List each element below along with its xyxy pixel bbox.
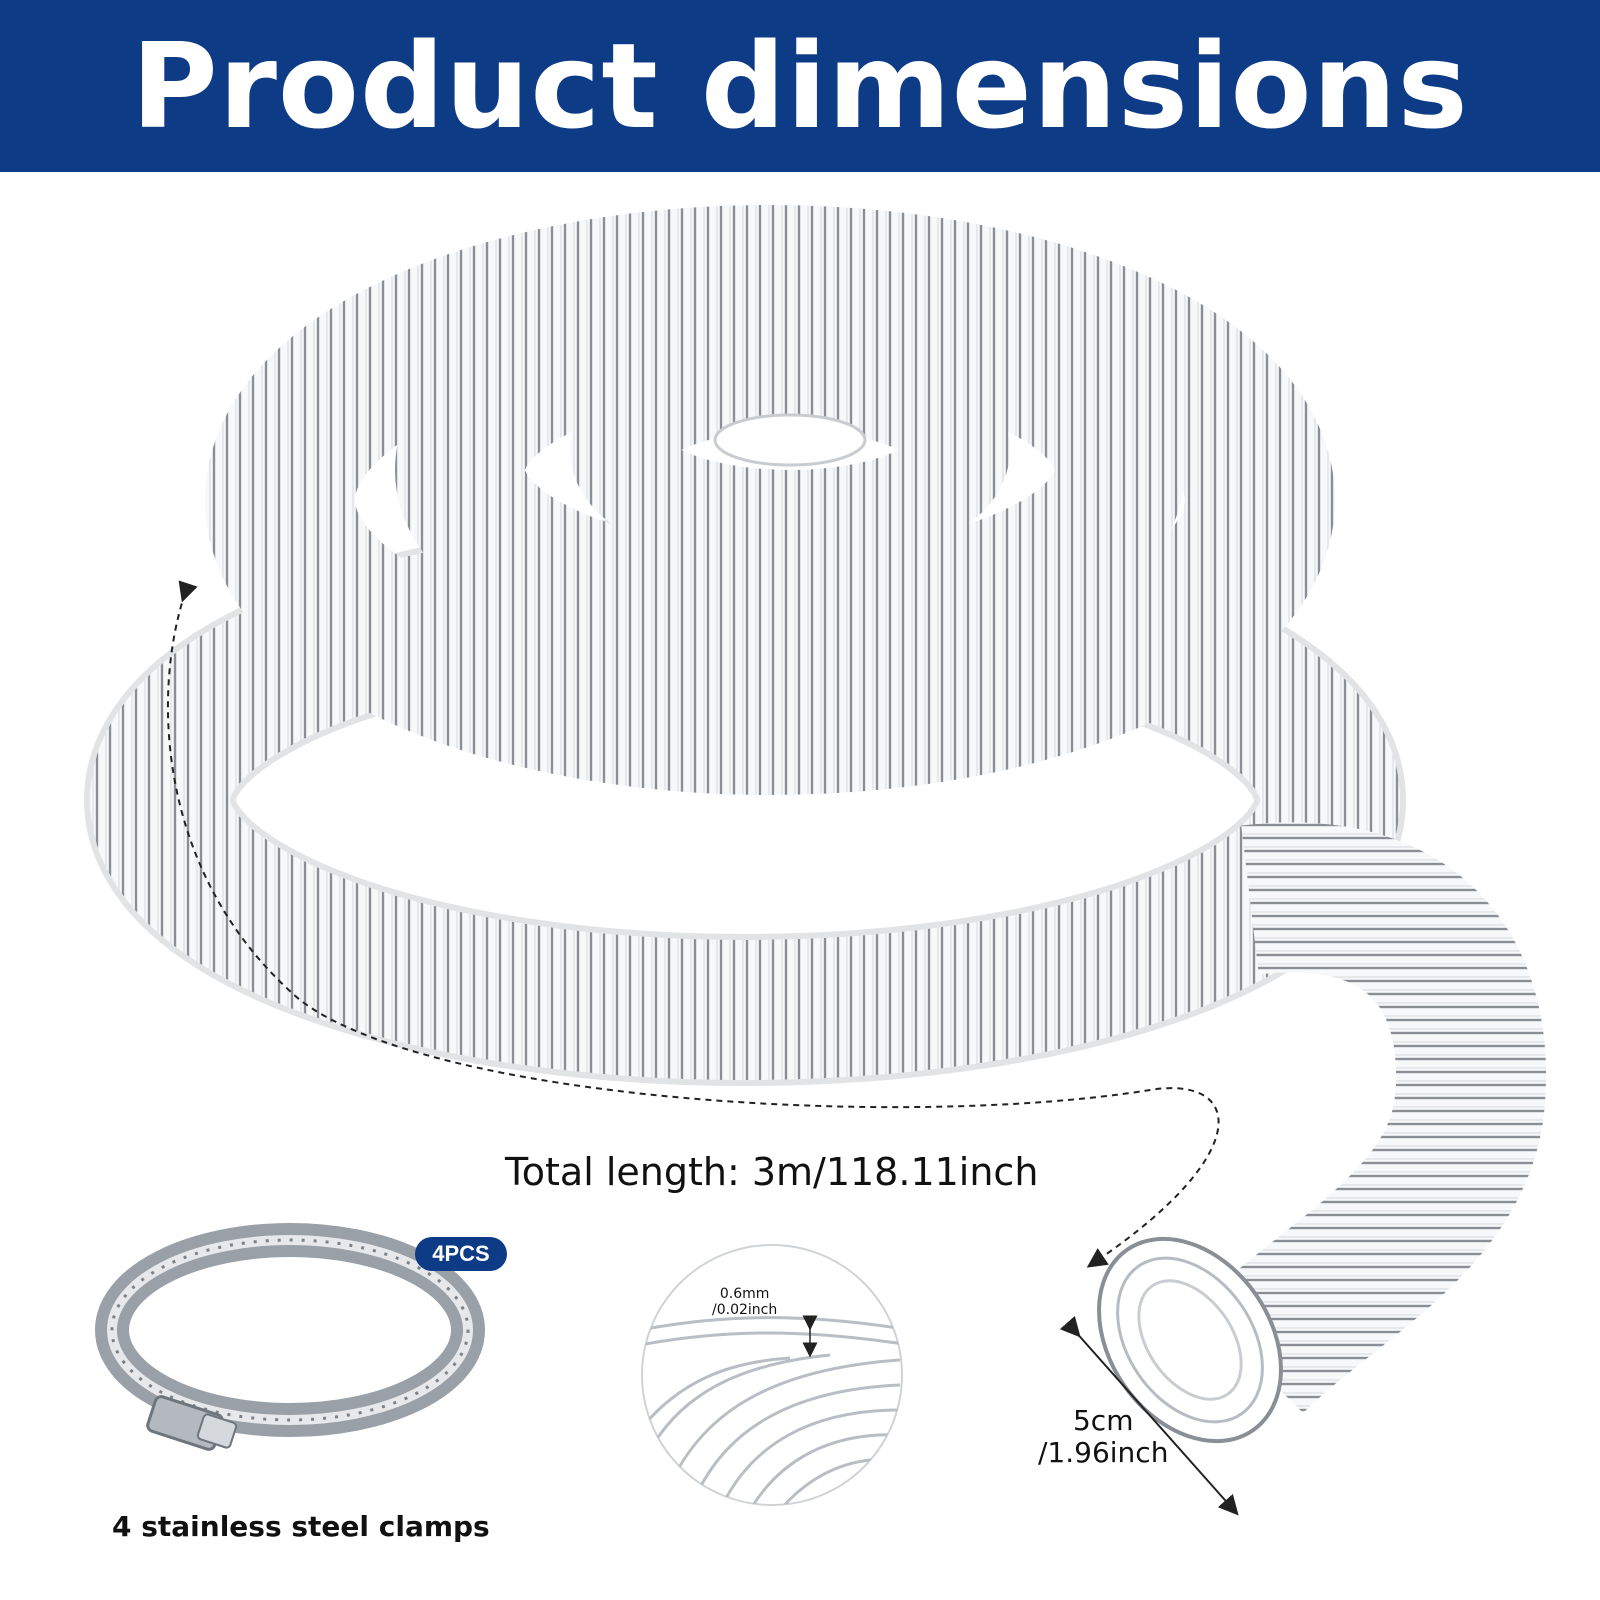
wall-thickness-mm: 0.6mm <box>719 1286 770 1302</box>
wall-detail <box>641 1244 903 1506</box>
diameter-label: 5cm /1.96inch <box>1038 1404 1169 1470</box>
length-indicator <box>166 580 1220 1268</box>
wall-thickness-inch: /0.02inch <box>712 1302 778 1319</box>
diameter-cm: 5cm <box>1072 1404 1134 1437</box>
wall-thickness-label: 0.6mm /0.02inch <box>712 1286 777 1318</box>
page-title: Product dimensions <box>131 17 1469 155</box>
total-length-label: Total length: 3m/118.11inch <box>505 1150 1039 1194</box>
diameter-inch: /1.96inch <box>1038 1436 1169 1470</box>
clamp-illustration <box>95 1223 485 1451</box>
hose-coil <box>84 205 1406 1086</box>
title-banner: Product dimensions <box>0 0 1600 172</box>
diameter-indicator <box>1059 1315 1239 1516</box>
clamp-caption: 4 stainless steel clamps <box>112 1510 490 1543</box>
quantity-badge: 4PCS <box>415 1237 507 1271</box>
